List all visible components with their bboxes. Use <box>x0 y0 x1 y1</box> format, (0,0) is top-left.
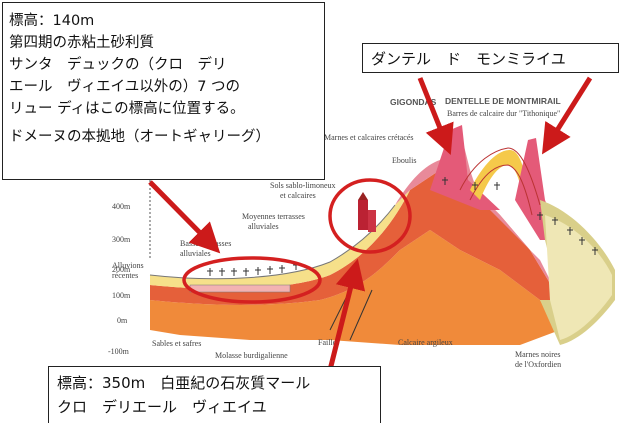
callout-line-domaine: ドメーヌの本拠地（オートギャリーグ） <box>9 129 270 145</box>
highlight-circle-village <box>328 178 412 254</box>
label-sables: Sables et safres <box>152 339 201 348</box>
arrow-to-right-peak <box>542 76 593 155</box>
arrow-to-left-peak <box>417 77 454 155</box>
label-sols-sablo-2: et calcaires <box>280 191 316 200</box>
arrow-to-terraces <box>148 180 221 254</box>
ground-line <box>149 204 396 280</box>
stratum-oxfordien-light <box>545 215 612 340</box>
callout-line: 標高：350m 白亜紀の石灰質マール <box>57 374 311 392</box>
callout-dentelle: ダンテル ド モンミライユ <box>362 43 619 73</box>
label-failles: Failles <box>318 338 339 347</box>
callout-line: 第四期の赤粘土砂利質 <box>9 35 154 51</box>
label-marnes-calcaires: Marnes et calcaires crétacés <box>324 133 414 142</box>
label-marnes-noires-1: Marnes noires <box>515 350 561 359</box>
label-basses-2: alluviales <box>180 249 211 258</box>
y-tick-200: 200m <box>112 265 131 274</box>
label-gigondas: GIGONDAS <box>390 97 437 107</box>
fold-outline-inner <box>469 164 533 216</box>
callout-line: クロ デリエール ヴィエイユ <box>57 398 267 416</box>
callout-line: エール ヴィエイユ以外の）7 つの <box>9 79 241 95</box>
gigondas-village <box>358 192 376 232</box>
y-tick-minus-100: -100m <box>108 347 130 356</box>
label-moyennes-2: alluviales <box>248 222 279 231</box>
label-sols-sablo-1: Sols sablo-limoneux <box>270 181 336 190</box>
label-dentelle: DENTELLE DE MONTMIRAIL <box>445 96 561 106</box>
callout-elevation-140m: 標高：140m 第四期の赤粘土砂利質 サンタ デュックの（クロ デリ エール ヴ… <box>2 2 325 180</box>
fault-2 <box>349 289 373 341</box>
stratum-red-orange <box>150 170 560 305</box>
y-tick-100: 100m <box>112 291 131 300</box>
label-alluvions-1: Alluvions <box>112 261 144 270</box>
fold-middle <box>470 150 530 205</box>
y-tick-400: 400m <box>112 202 131 211</box>
highlight-circle-terraces <box>182 256 322 304</box>
callout-line: リュー ディはこの標高に位置する。 <box>9 101 245 117</box>
alluvions-band <box>189 284 291 293</box>
vineyard-rows <box>207 177 598 276</box>
label-marnes-noires-2: de l'Oxfordien <box>515 360 561 369</box>
label-calcaire-argileux: Calcaire argileux <box>398 338 453 347</box>
y-tick-0: 0m <box>117 316 128 325</box>
label-moyennes-1: Moyennes terrasses <box>242 212 305 221</box>
label-alluvions-2: récentes <box>112 271 138 280</box>
callout-line: 標高：140m <box>9 13 95 29</box>
y-tick-300: 300m <box>112 235 131 244</box>
label-molasse: Molasse burdigalienne <box>215 351 288 360</box>
label-eboulis: Eboulis <box>392 156 416 165</box>
callout-elevation-350m: 標高：350m 白亜紀の石灰質マール クロ デリエール ヴィエイユ <box>48 366 381 423</box>
arrow-to-village <box>327 258 366 371</box>
label-barres: Barres de calcaire dur "Tithonique" <box>447 109 560 118</box>
callout-line: サンタ デュックの（クロ デリ <box>9 57 227 73</box>
arrows <box>148 76 593 371</box>
fold-outline <box>459 147 541 206</box>
